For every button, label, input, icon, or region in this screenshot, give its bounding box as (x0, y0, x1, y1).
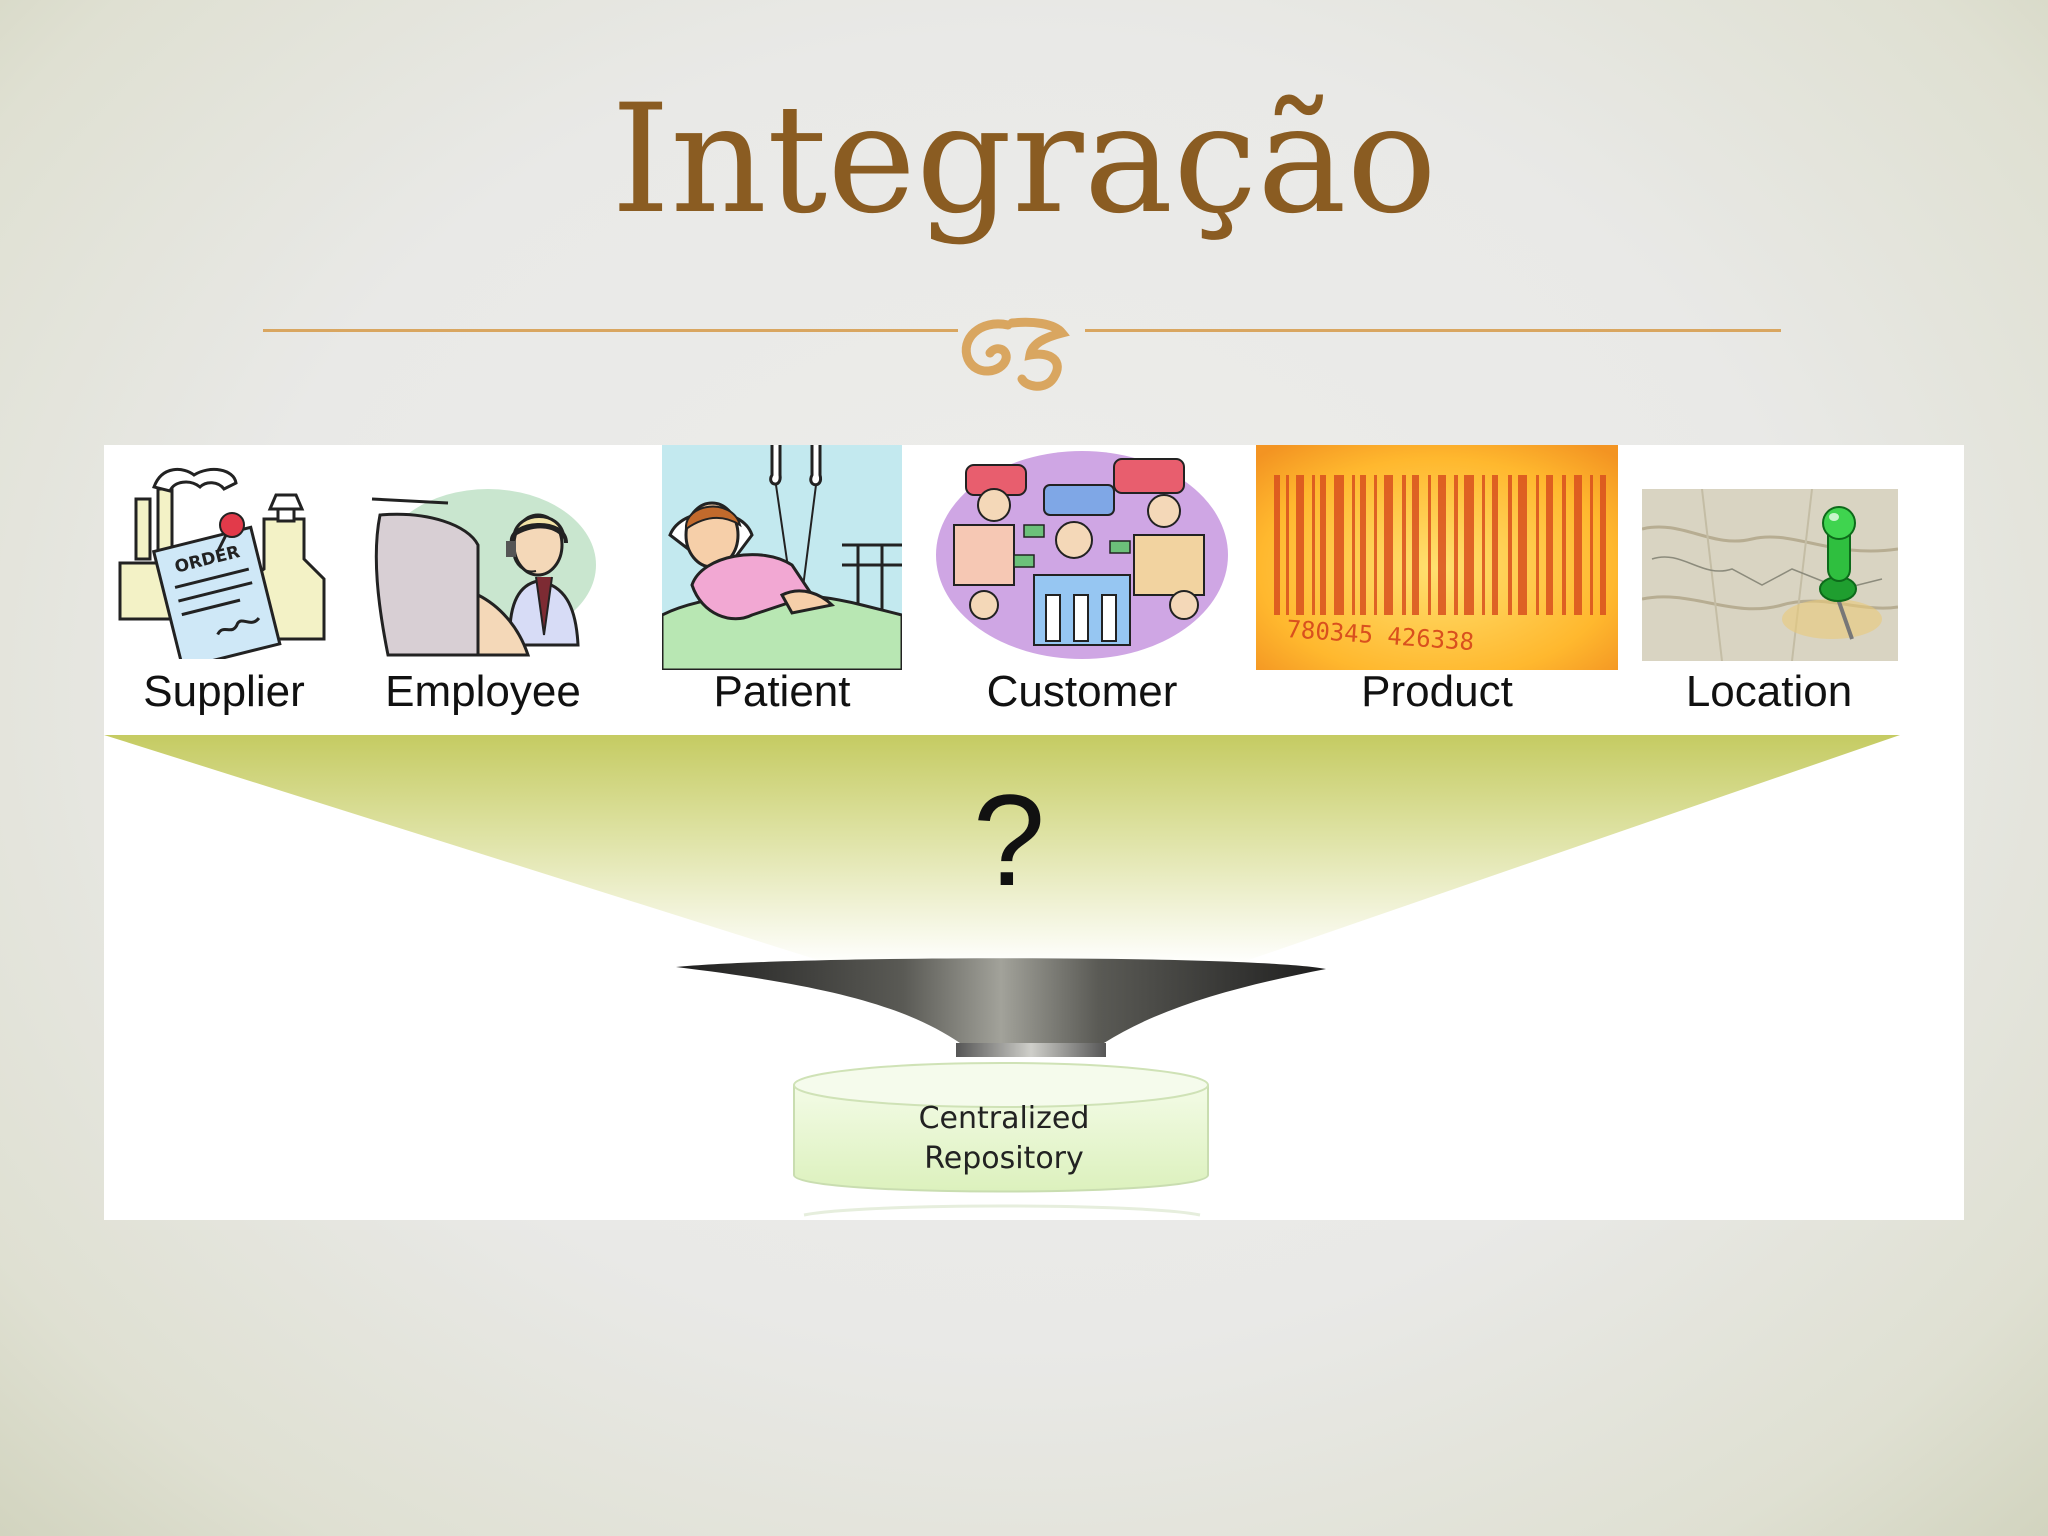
entity-location: Location (1640, 445, 1898, 735)
repository-label-line2: Repository (924, 1141, 1084, 1176)
entity-label-product: Product (1361, 667, 1513, 716)
repository-label-line1: Centralized (918, 1101, 1090, 1136)
entity-product: 780345 426338 Product (1256, 445, 1618, 735)
entity-label-employee: Employee (385, 667, 581, 716)
patient-hospital-bed-icon (662, 445, 902, 670)
entity-label-location: Location (1685, 667, 1853, 716)
repository-cylinder-top (793, 1062, 1209, 1108)
entity-employee: Employee (368, 445, 598, 735)
mdm-diagram: ORDER Supplier Employee (104, 445, 1964, 1220)
funnel-graphic (104, 735, 1900, 1217)
supplier-factory-order-icon: ORDER (118, 467, 326, 659)
slide-title: Integração (611, 73, 1437, 247)
location-map-pin-icon (1642, 489, 1898, 661)
funnel-band (104, 735, 1900, 965)
entity-customer: Customer (932, 445, 1232, 735)
flourish-ornament-icon (961, 317, 1070, 391)
title-divider-left (263, 329, 958, 332)
funnel-spout (676, 958, 1326, 1043)
entity-label-patient: Patient (713, 667, 851, 716)
customer-crowd-icon (936, 451, 1228, 659)
repository-cylinder (793, 1085, 1209, 1193)
question-mark: ? (972, 767, 1046, 913)
repository-label: Centralized Repository (794, 1099, 1214, 1179)
entity-label-customer: Customer (986, 667, 1178, 716)
entity-label-supplier: Supplier (143, 667, 305, 716)
employee-headset-icon (371, 489, 596, 657)
funnel-neck (956, 1043, 1106, 1057)
title-divider-right (1085, 329, 1781, 332)
entity-supplier: ORDER Supplier (114, 445, 334, 735)
entity-patient: Patient (662, 445, 902, 735)
product-barcode-icon: 780345 426338 (1256, 445, 1618, 670)
